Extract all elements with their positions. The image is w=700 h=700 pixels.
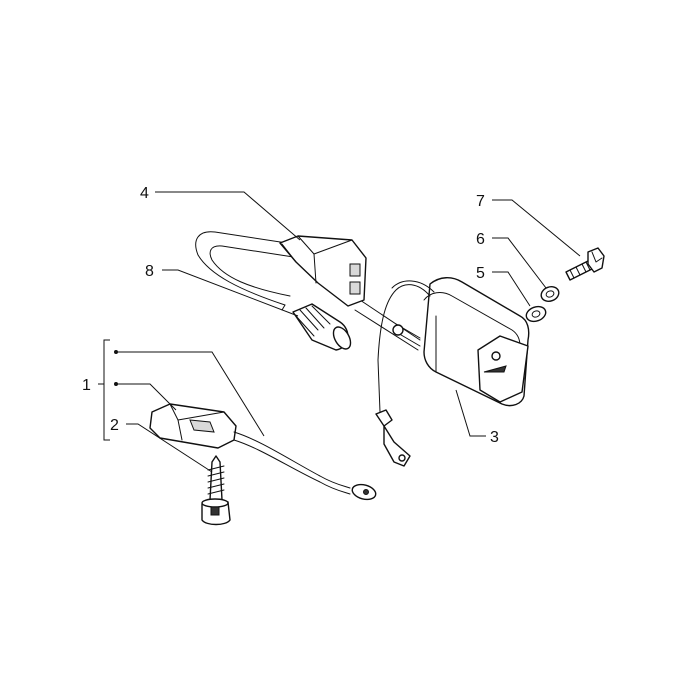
callout-5: 5 (476, 265, 485, 282)
callout-labels: 4 7 6 5 8 1 2 3 (82, 185, 499, 446)
callout-3: 3 (490, 429, 499, 446)
harness-cable-loop (195, 231, 421, 351)
callout-2: 2 (110, 417, 119, 434)
callout-4: 4 (140, 185, 149, 202)
part-2-screw (201, 455, 231, 526)
callout-7: 7 (476, 193, 485, 210)
part-4-connector (279, 235, 367, 307)
part-5-washer (525, 305, 547, 323)
part-7-bolt (565, 247, 605, 281)
part-6-lock-washer (540, 286, 560, 302)
part-1-pickup-sensor (149, 403, 377, 501)
part-8-spark-plug-cap (292, 303, 352, 351)
callout-1: 1 (82, 377, 91, 394)
callout-6: 6 (476, 231, 485, 248)
leader-lines (98, 191, 581, 473)
callout-8: 8 (145, 263, 154, 280)
part-3-ignition-coil (375, 277, 530, 467)
